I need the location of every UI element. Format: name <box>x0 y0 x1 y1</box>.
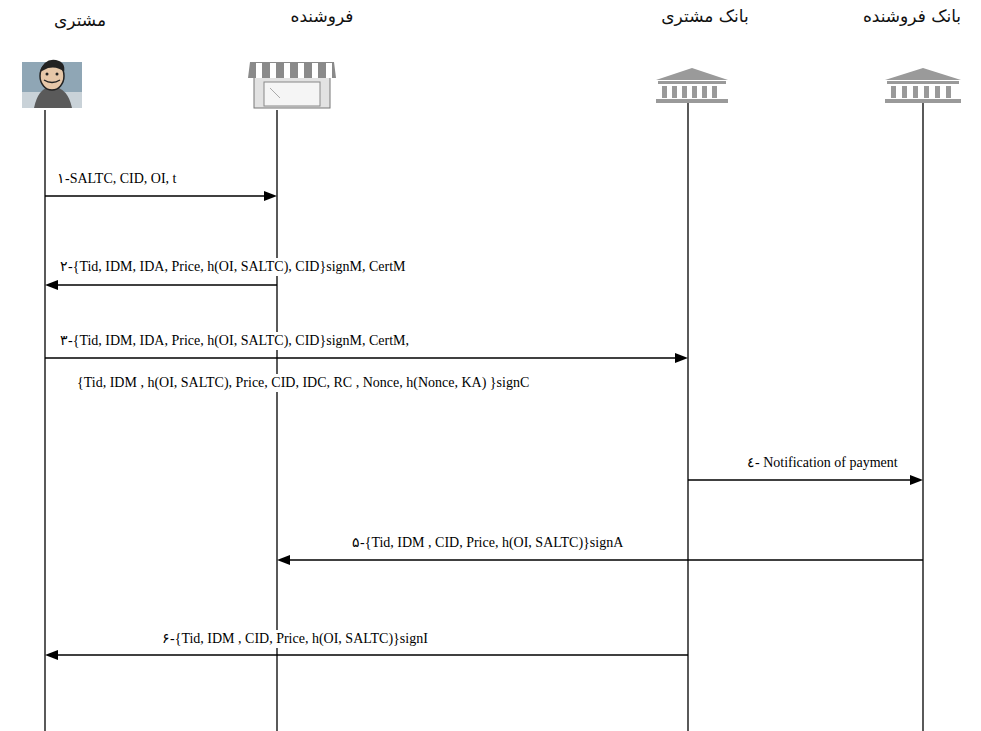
participant-name: فروشنده <box>291 6 354 26</box>
message-line <box>57 654 688 655</box>
message-label: ۵-{Tid, IDM , CID, Price, h(OI, SALTC)}s… <box>350 534 625 552</box>
message-line <box>45 195 265 196</box>
message-label: ۶-{Tid, IDM , CID, Price, h(OI, SALTC)}s… <box>160 630 430 648</box>
message-arrow <box>45 353 688 363</box>
arrow-head <box>264 191 277 201</box>
message-line <box>45 357 676 358</box>
message-label: {Tid, IDM , h(OI, SALTC), Price, CID, ID… <box>75 374 531 392</box>
message-line <box>289 559 923 560</box>
arrow-head <box>45 280 58 290</box>
message-arrow <box>45 650 688 660</box>
customer-icon <box>22 60 82 108</box>
message-label: ۳-{Tid, IDM, IDA, Price, h(OI, SALTC), C… <box>58 332 411 350</box>
message-line <box>688 479 911 480</box>
participant-head: بانک فروشنده <box>859 4 965 28</box>
bank-icon <box>885 68 961 103</box>
message-label: ۲-{Tid, IDM, IDA, Price, h(OI, SALTC), C… <box>58 258 408 276</box>
arrow-head <box>910 475 923 485</box>
arrow-head <box>45 650 58 660</box>
message-label: ۱-SALTC, CID, OI, t <box>55 170 179 188</box>
participant-name: بانک مشتری <box>661 6 748 26</box>
message-line <box>57 284 277 285</box>
participant-head: فروشنده <box>287 4 358 28</box>
participant-head: مشتری <box>50 8 110 32</box>
participant-head: بانک مشتری <box>657 4 752 28</box>
message-arrow <box>45 191 277 201</box>
participant-name: بانک فروشنده <box>863 6 961 26</box>
participant-name: مشتری <box>54 10 106 30</box>
message-arrow <box>45 280 277 290</box>
message-label: ٤- Notification of payment <box>745 454 900 472</box>
shop-icon <box>248 62 336 108</box>
arrow-head <box>277 555 290 565</box>
arrow-head <box>675 353 688 363</box>
lifelines <box>45 100 923 731</box>
message-arrow <box>688 475 923 485</box>
bank-icon <box>656 68 728 103</box>
message-arrow <box>277 555 923 565</box>
